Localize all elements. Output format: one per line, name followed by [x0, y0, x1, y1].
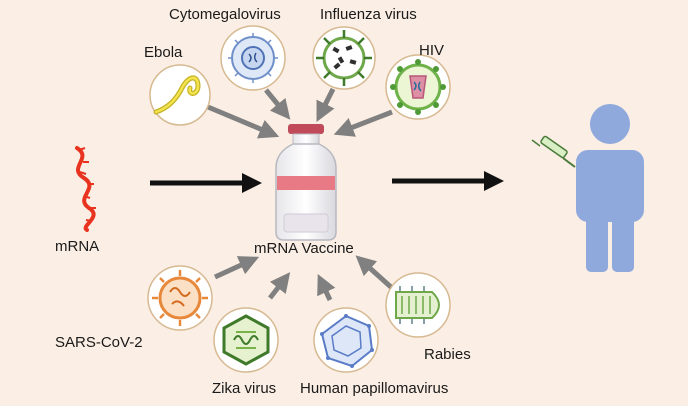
- influenza-icon: [312, 26, 376, 90]
- arrow-zika: [268, 272, 291, 300]
- label-mrna: mRNA: [55, 238, 100, 255]
- label-mrna-vaccine: mRNA Vaccine: [254, 240, 354, 257]
- arrow-sars: [213, 256, 260, 280]
- label-hiv: HIV: [419, 42, 445, 59]
- arrow-hpv: [317, 273, 336, 302]
- hpv-icon: [313, 307, 379, 373]
- arrow-influenza: [316, 87, 336, 122]
- arrow-cytomegalovirus: [264, 88, 291, 120]
- label-zika-virus: Zika virus: [212, 380, 277, 397]
- arrow-ebola: [207, 104, 280, 139]
- ebola-icon: [149, 64, 211, 126]
- label-cytomegalovirus: Cytomegalovirus: [169, 6, 281, 23]
- mrna-strand-icon: [75, 146, 96, 232]
- syringe-icon: [531, 135, 576, 168]
- rabies-icon: [385, 272, 451, 338]
- cytomegalovirus-icon: [220, 25, 286, 91]
- person-icon: [576, 104, 644, 272]
- label-rabies: Rabies: [424, 346, 471, 363]
- label-sars-cov-2: SARS-CoV-2: [55, 334, 143, 351]
- label-human-papillomavirus: Human papillomavirus: [300, 380, 449, 397]
- label-ebola: Ebola: [144, 44, 183, 61]
- vaccine-vial-icon: [275, 124, 337, 241]
- hiv-icon: [385, 54, 451, 120]
- arrow-rabies: [355, 255, 394, 290]
- zika-icon: [213, 307, 279, 373]
- arrow-hiv: [333, 109, 393, 137]
- arrows-to-vaccine: [207, 87, 394, 302]
- label-influenza-virus: Influenza virus: [320, 6, 417, 23]
- sars-cov-2-icon: [147, 265, 213, 331]
